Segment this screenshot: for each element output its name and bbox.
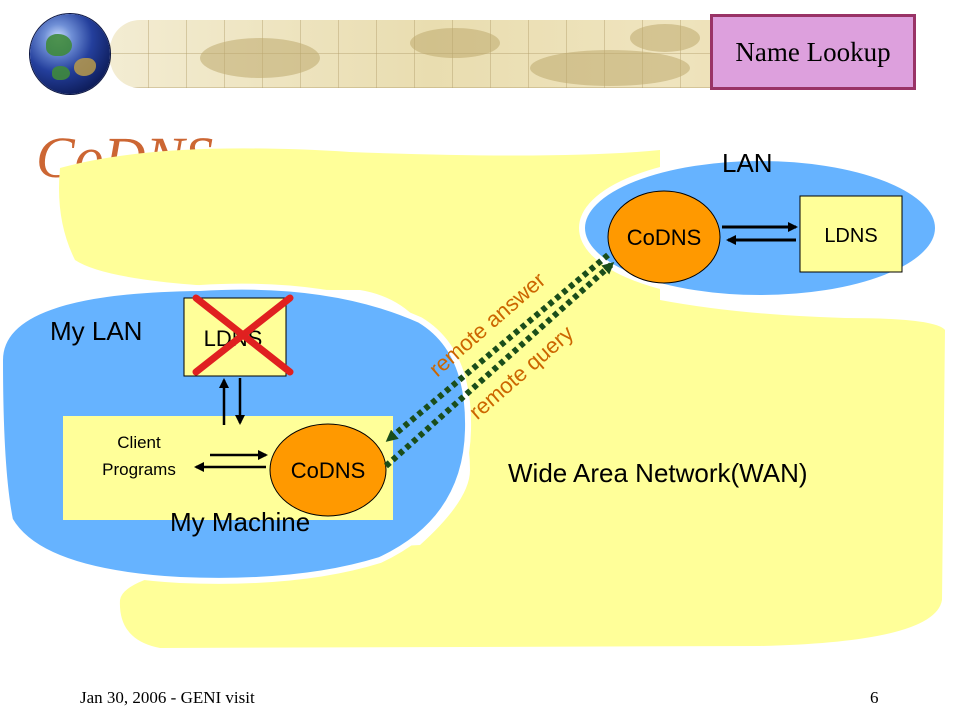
- my-lan-label: My LAN: [50, 316, 142, 346]
- client-programs-label-line2: Programs: [102, 460, 176, 479]
- footer-date: Jan 30, 2006 - GENI visit: [80, 688, 255, 707]
- name-lookup-badge: Name Lookup: [710, 14, 916, 90]
- remote-ldns-box: [799, 195, 903, 273]
- local-codns-label: CoDNS: [291, 458, 366, 483]
- my-machine-label: My Machine: [170, 507, 310, 537]
- remote-codns-node: [607, 190, 721, 284]
- wan-label: Wide Area Network(WAN): [508, 458, 808, 488]
- lan-label: LAN: [722, 148, 773, 178]
- map-land-shape: [200, 38, 320, 78]
- map-land-shape: [530, 50, 690, 86]
- wan-region: [59, 148, 945, 648]
- map-land-shape: [410, 28, 500, 58]
- remote-answer-link: [385, 252, 610, 443]
- map-land-shape: [630, 24, 700, 52]
- remote-ldns-label: LDNS: [824, 225, 877, 247]
- remote-query-link: [384, 261, 615, 469]
- remote-codns-label: CoDNS: [627, 225, 702, 250]
- page-number: 6: [870, 688, 879, 707]
- client-programs-label-line1: Client: [117, 433, 161, 452]
- local-codns-node: [269, 423, 387, 517]
- globe-icon: [30, 14, 110, 94]
- ldns-disabled-cross-icon: [192, 294, 294, 376]
